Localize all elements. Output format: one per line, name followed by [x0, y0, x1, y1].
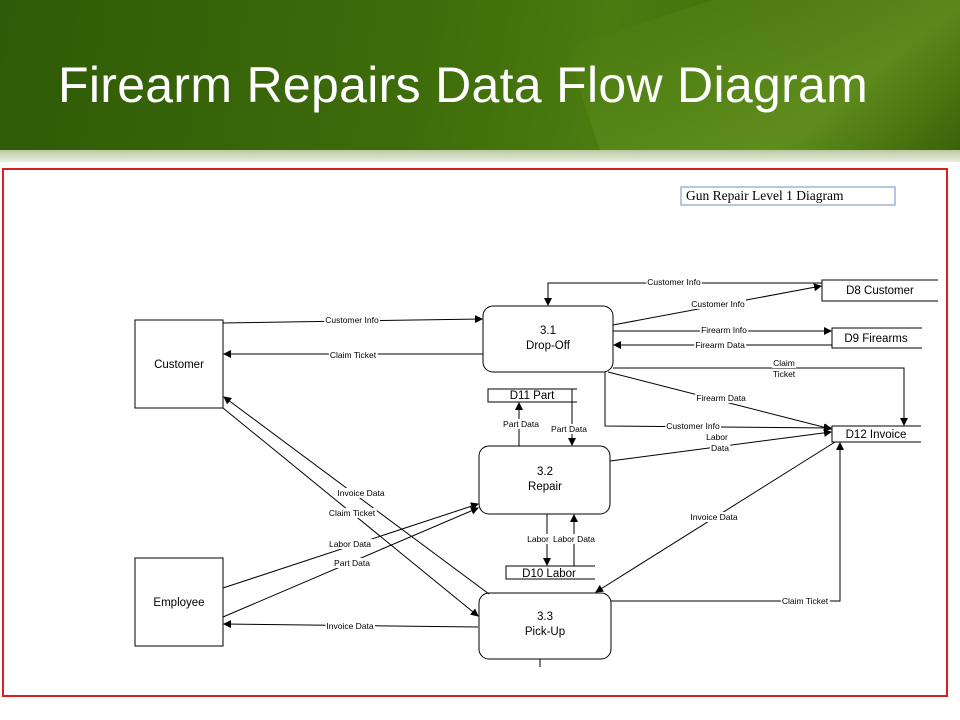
store-d8-label: D8 Customer	[846, 285, 914, 297]
flow-dropoff-to-d12-customer	[604, 372, 832, 432]
flow-pickup-to-d12	[611, 442, 844, 602]
label-cust-to-pickup: Claim Ticket	[329, 508, 376, 518]
label-background	[325, 621, 375, 631]
label-background	[327, 539, 373, 549]
label-dropoff-to-d8: Customer Info	[691, 299, 745, 309]
label-d8-to-dropoff: Customer Info	[647, 277, 701, 287]
label-background	[772, 358, 796, 368]
label-dropoff-to-d12-firearm: Firearm Data	[696, 393, 746, 403]
store-d10-label: D10 Labor	[522, 568, 576, 580]
label-background	[336, 488, 386, 498]
label-background	[694, 340, 747, 350]
label-background	[327, 508, 377, 518]
label-pickup-to-emp: Invoice Data	[326, 621, 374, 631]
title-banner: Firearm Repairs Data Flow Diagram	[0, 0, 960, 160]
banner-divider	[0, 150, 960, 162]
diagram-caption-text: Gun Repair Level 1 Diagram	[686, 188, 844, 203]
store-d10-labor: D10 Labor	[505, 565, 595, 580]
label-repair-to-d11: Part Data	[503, 419, 539, 429]
label-repair-to-d12-labor-2: Data	[711, 443, 729, 453]
diagram-caption: Gun Repair Level 1 Diagram	[680, 186, 896, 206]
store-d9-label: D9 Firearms	[844, 333, 908, 345]
store-d8-customer: D8 Customer	[821, 279, 938, 302]
slide-title: Firearm Repairs Data Flow Diagram	[58, 57, 869, 113]
label-repair-to-d10: Labor	[527, 534, 549, 544]
label-background	[780, 596, 830, 606]
store-d11-label: D11 Part	[510, 390, 555, 402]
label-dropoff-to-d12-claim-1: Claim	[773, 358, 795, 368]
label-background	[646, 277, 702, 287]
process-repair-id: 3.2	[537, 466, 553, 478]
label-d12-to-pickup: Invoice Data	[690, 512, 738, 522]
entity-employee: Employee	[134, 557, 224, 647]
label-dropoff-to-d12-claim-2: Ticket	[773, 369, 796, 379]
label-background	[665, 421, 721, 431]
label-d10-to-repair: Labor Data	[553, 534, 595, 544]
entity-customer-label: Customer	[154, 359, 204, 371]
process-pick-up-id: 3.3	[537, 611, 553, 623]
label-background	[705, 432, 730, 442]
label-background	[551, 534, 597, 544]
label-background	[689, 512, 739, 522]
label-emp-to-repair-part: Part Data	[334, 558, 370, 568]
label-dropoff-to-d9: Firearm Info	[701, 325, 747, 335]
store-d12-invoice: D12 Invoice	[831, 425, 921, 443]
label-repair-to-d12-labor-1: Labor	[706, 432, 728, 442]
label-background	[710, 443, 731, 453]
label-pickup-to-d12: Claim Ticket	[782, 596, 829, 606]
label-background	[695, 393, 748, 403]
store-d9-firearms: D9 Firearms	[831, 327, 922, 349]
label-background	[333, 558, 372, 568]
label-d9-to-dropoff: Firearm Data	[695, 340, 745, 350]
label-emp-to-repair-labor: Labor Data	[329, 539, 371, 549]
process-repair-name: Repair	[528, 481, 562, 493]
label-background	[771, 369, 797, 379]
process-pick-up-name: Pick-Up	[525, 626, 565, 638]
store-d12-label: D12 Invoice	[846, 429, 907, 441]
entity-customer: Customer	[134, 319, 224, 409]
process-drop-off-id: 3.1	[540, 325, 556, 337]
process-pick-up: 3.3 Pick-Up	[478, 592, 612, 660]
label-dropoff-to-cust: Claim Ticket	[330, 350, 377, 360]
label-pickup-to-cust: Invoice Data	[337, 488, 385, 498]
label-dropoff-to-d12-customer: Customer Info	[666, 421, 720, 431]
label-background	[502, 419, 541, 429]
label-background	[328, 350, 378, 360]
flow-dropoff-to-d12-claim	[613, 367, 908, 426]
flow-d8-to-dropoff	[544, 282, 822, 306]
entity-employee-label: Employee	[153, 597, 204, 609]
label-background	[700, 325, 749, 335]
label-background	[324, 315, 380, 325]
process-drop-off: 3.1 Drop-Off	[482, 305, 614, 373]
label-cust-to-dropoff: Customer Info	[325, 315, 379, 325]
label-d11-to-repair: Part Data	[551, 424, 587, 434]
label-background	[550, 424, 589, 434]
label-background	[690, 299, 746, 309]
process-drop-off-name: Drop-Off	[526, 340, 571, 352]
process-repair: 3.2 Repair	[478, 445, 611, 515]
label-background	[526, 534, 551, 544]
store-d11-part: D11 Part	[487, 388, 577, 403]
